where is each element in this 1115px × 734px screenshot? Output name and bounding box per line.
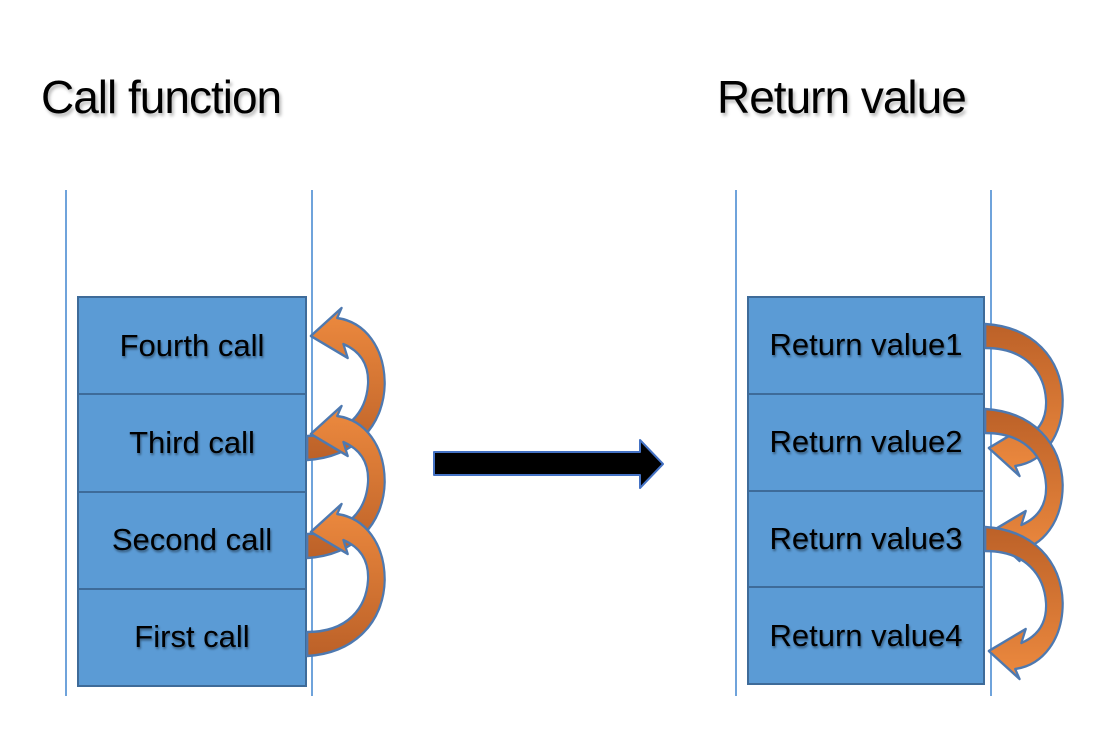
return-stack: Return value1 Return value2 Return value… [747, 296, 985, 685]
right-arrow-icon [433, 439, 664, 489]
call-stack-box-second: Second call [77, 490, 307, 590]
curved-return-down-arrow-icon [984, 525, 1064, 681]
return-stack-box-label: Return value3 [769, 520, 963, 556]
curved-arrow-shape [306, 502, 386, 658]
call-stack-box-third: Third call [77, 393, 307, 493]
call-stack-box-label: Second call [111, 522, 273, 558]
curved-arrow-shape [306, 404, 386, 560]
call-stack-guide-line-left [65, 190, 67, 696]
call-stack-box-label: Fourth call [119, 327, 265, 363]
call-stack-box-label: Third call [129, 424, 255, 460]
call-stack-box-label: First call [134, 619, 250, 655]
return-stack-guide-line-right [990, 190, 992, 696]
call-function-title: Call function [41, 71, 282, 123]
return-stack-box-4: Return value4 [747, 586, 985, 685]
return-stack-box-label: Return value2 [769, 424, 963, 460]
curved-arrow-shape [306, 306, 386, 462]
right-arrow-shape [433, 439, 664, 489]
return-value-title: Return value [717, 71, 967, 123]
return-stack-box-2: Return value2 [747, 392, 985, 492]
return-stack-box-label: Return value1 [769, 327, 963, 363]
curved-return-up-arrow-icon [306, 502, 386, 658]
return-stack-box-1: Return value1 [747, 296, 985, 395]
curved-return-up-arrow-icon [306, 306, 386, 462]
call-stack-box-fourth: Fourth call [77, 296, 307, 396]
call-stack-box-first: First call [77, 587, 307, 687]
return-stack-box-3: Return value3 [747, 489, 985, 589]
return-stack-guide-line-left [735, 190, 737, 696]
curved-return-up-arrow-icon [306, 404, 386, 560]
call-stack: Fourth call Third call Second call First… [77, 296, 307, 687]
curved-arrow-shape [984, 525, 1064, 681]
return-stack-box-label: Return value4 [769, 617, 963, 653]
